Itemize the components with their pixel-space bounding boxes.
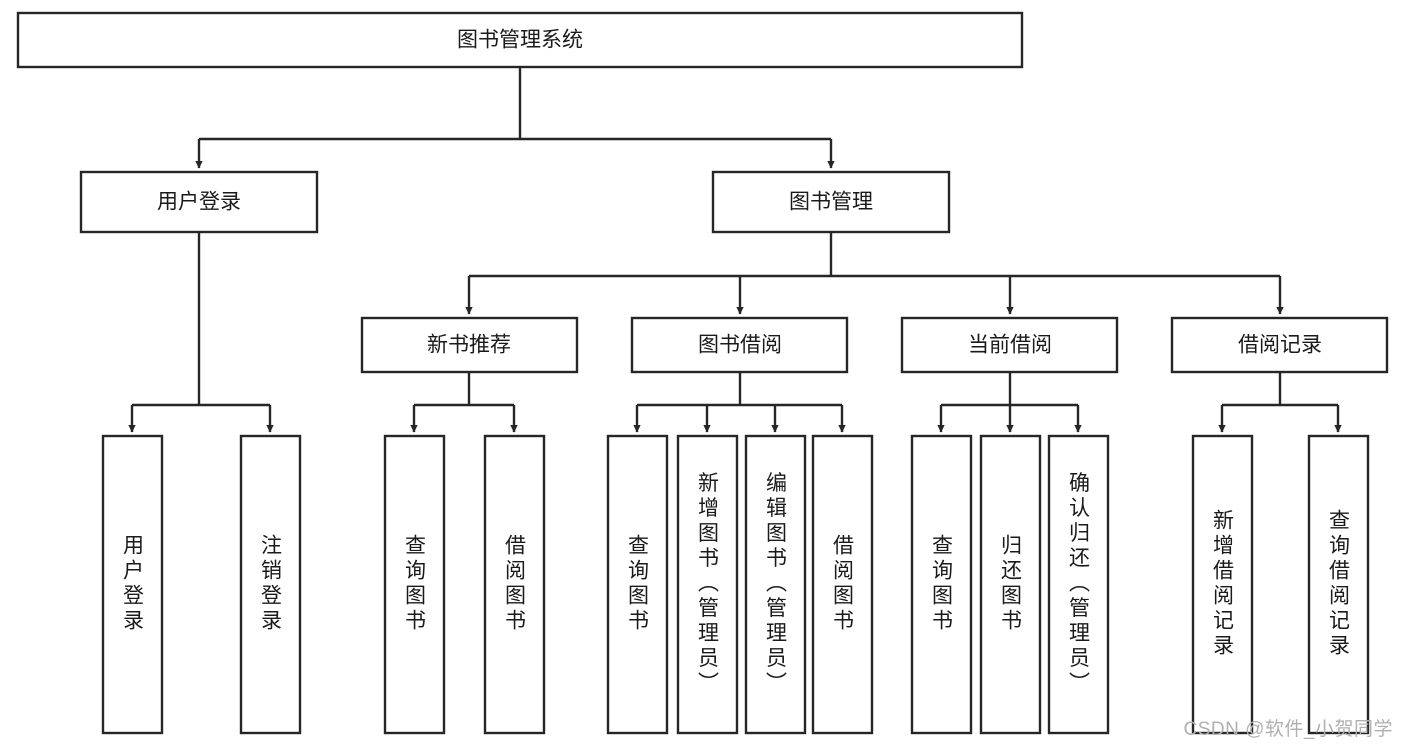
leaf-user-login-login-box[interactable]	[101, 434, 164, 735]
leaf-current-borrow-return-box[interactable]	[979, 434, 1042, 735]
node-new-book-recommend[interactable]: 新书推荐	[360, 316, 579, 374]
connector-group-user-login	[128, 232, 274, 433]
node-current-borrow[interactable]: 当前借阅	[900, 316, 1119, 374]
node-user-login-label: 用户登录	[157, 191, 241, 214]
node-book-borrow[interactable]: 图书借阅	[630, 316, 849, 374]
leaf-book-borrow-edit-box[interactable]	[744, 434, 807, 735]
leaf-user-login-login-label: 用户登录	[121, 534, 145, 634]
connector-group-root	[195, 67, 835, 169]
node-book-borrow-box[interactable]	[630, 316, 849, 374]
connector-group-book-borrow	[633, 372, 846, 433]
connector-group-borrow-record	[1218, 372, 1342, 433]
leaf-new-book-query[interactable]: 查询图书	[383, 434, 446, 735]
leaf-new-book-query-box[interactable]	[383, 434, 446, 735]
leaf-borrow-record-add[interactable]: 新增借阅记录	[1191, 434, 1254, 735]
leaf-book-borrow-add-box[interactable]	[676, 434, 739, 735]
leaf-borrow-record-query-box[interactable]	[1307, 434, 1370, 735]
node-user-login[interactable]: 用户登录	[79, 170, 319, 234]
node-root-system[interactable]: 图书管理系统	[16, 11, 1024, 69]
connector-group-new-book	[410, 372, 518, 433]
node-current-borrow-box[interactable]	[900, 316, 1119, 374]
node-borrow-record[interactable]: 借阅记录	[1170, 316, 1389, 374]
node-book-manage-box[interactable]	[711, 170, 951, 234]
node-root-system-label: 图书管理系统	[457, 29, 583, 52]
leaf-book-borrow-edit[interactable]: 编辑图书（管理员）	[744, 434, 807, 735]
connector-group-book-manage	[465, 232, 1284, 315]
leaf-book-borrow-edit-label: 编辑图书（管理员）	[764, 472, 788, 697]
leaf-book-borrow-query-box[interactable]	[606, 434, 669, 735]
leaf-borrow-record-add-label: 新增借阅记录	[1211, 509, 1235, 659]
node-book-borrow-label: 图书借阅	[698, 334, 782, 357]
leaf-current-borrow-query-label: 查询图书	[930, 534, 954, 634]
leaf-current-borrow-confirm-label: 确认归还（管理员）	[1067, 472, 1091, 697]
leaf-user-login-logout[interactable]: 注销登录	[239, 434, 302, 735]
leaf-book-borrow-borrow-label: 借阅图书	[831, 534, 855, 634]
leaf-new-book-borrow[interactable]: 借阅图书	[483, 434, 546, 735]
leaf-book-borrow-borrow[interactable]: 借阅图书	[811, 434, 874, 735]
node-book-manage-label: 图书管理	[789, 191, 873, 214]
leaf-new-book-borrow-box[interactable]	[483, 434, 546, 735]
leaf-current-borrow-return[interactable]: 归还图书	[979, 434, 1042, 735]
connector-group-current-borrow	[937, 372, 1082, 433]
leaf-book-borrow-add[interactable]: 新增图书（管理员）	[676, 434, 739, 735]
leaf-user-login-logout-box[interactable]	[239, 434, 302, 735]
leaf-current-borrow-confirm[interactable]: 确认归还（管理员）	[1047, 434, 1110, 735]
leaf-current-borrow-return-label: 归还图书	[999, 534, 1023, 634]
node-current-borrow-label: 当前借阅	[968, 334, 1052, 357]
leaf-book-borrow-borrow-box[interactable]	[811, 434, 874, 735]
leaf-borrow-record-query[interactable]: 查询借阅记录	[1307, 434, 1370, 735]
leaf-current-borrow-confirm-box[interactable]	[1047, 434, 1110, 735]
leaf-new-book-borrow-label: 借阅图书	[503, 534, 527, 634]
leaf-borrow-record-query-label: 查询借阅记录	[1327, 509, 1351, 659]
leaf-book-borrow-query-label: 查询图书	[626, 534, 650, 634]
leaf-new-book-query-label: 查询图书	[403, 534, 427, 634]
leaf-user-login-logout-label: 注销登录	[259, 534, 283, 634]
leaf-current-borrow-query-box[interactable]	[910, 434, 973, 735]
node-borrow-record-box[interactable]	[1170, 316, 1389, 374]
leaf-user-login-login[interactable]: 用户登录	[101, 434, 164, 735]
node-new-book-recommend-label: 新书推荐	[427, 334, 511, 357]
leaf-book-borrow-query[interactable]: 查询图书	[606, 434, 669, 735]
leaf-current-borrow-query[interactable]: 查询图书	[910, 434, 973, 735]
leaf-book-borrow-add-label: 新增图书（管理员）	[696, 472, 720, 697]
leaf-borrow-record-add-box[interactable]	[1191, 434, 1254, 735]
node-new-book-recommend-box[interactable]	[360, 316, 579, 374]
node-book-manage[interactable]: 图书管理	[711, 170, 951, 234]
node-root-system-box[interactable]	[16, 11, 1024, 69]
node-user-login-box[interactable]	[79, 170, 319, 234]
node-borrow-record-label: 借阅记录	[1238, 334, 1322, 357]
